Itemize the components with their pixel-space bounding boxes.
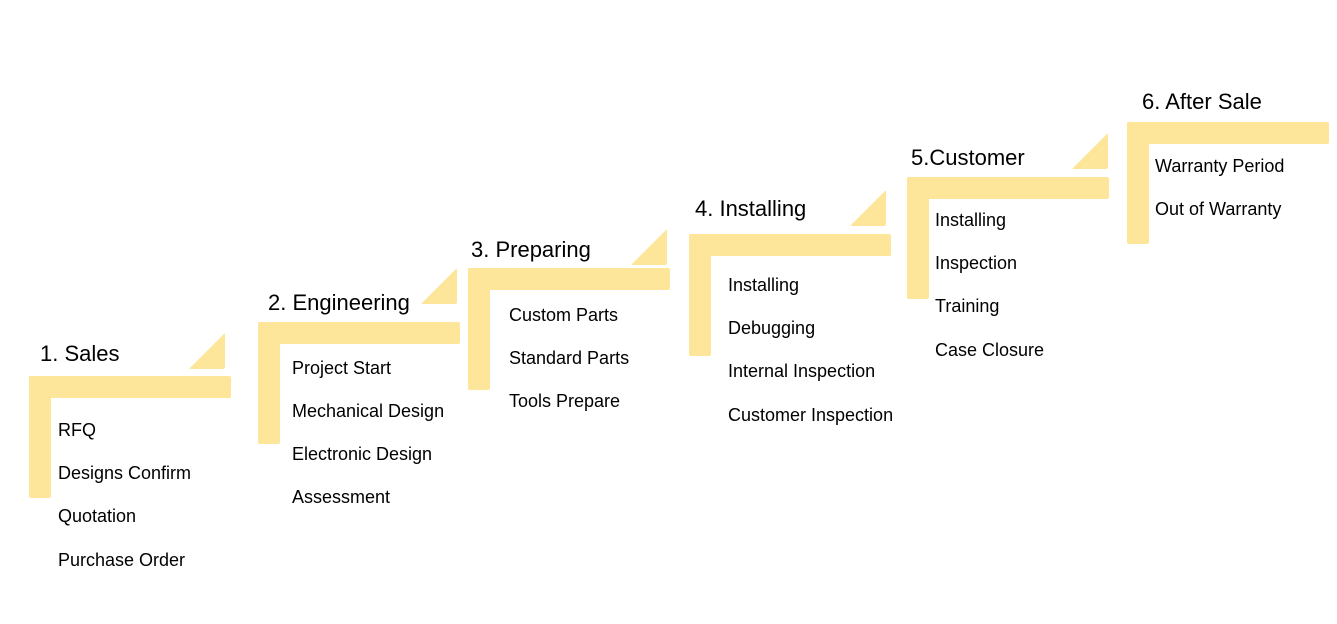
step-item: Mechanical Design <box>292 401 445 421</box>
step-bar-vertical <box>689 234 711 356</box>
step-item: Out of Warranty <box>1155 199 1282 219</box>
step-item: Custom Parts <box>509 305 619 325</box>
step-bar-vertical <box>907 177 929 299</box>
step-item: Warranty Period <box>1155 156 1285 176</box>
step-bar-horizontal <box>907 177 1109 199</box>
step-item: Installing <box>935 210 1007 230</box>
step-bar-horizontal <box>258 322 460 344</box>
step-bar-horizontal <box>29 376 231 398</box>
step-item: Electronic Design <box>292 444 433 464</box>
step-item: Debugging <box>728 318 816 338</box>
step-item: Customer Inspection <box>728 405 894 425</box>
step-item: Standard Parts <box>509 348 630 368</box>
step-title: 4. Installing <box>695 196 807 221</box>
step-item: Training <box>935 296 1000 316</box>
step-arrow-triangle <box>1072 133 1108 169</box>
step-bar-horizontal <box>689 234 891 256</box>
step-title: 3. Preparing <box>471 237 591 262</box>
step-item: Project Start <box>292 358 392 378</box>
step-title: 6. After Sale <box>1142 89 1262 114</box>
step-item: Tools Prepare <box>509 391 621 411</box>
step-title: 1. Sales <box>40 341 120 366</box>
step-item: Assessment <box>292 487 391 507</box>
step-bar-vertical <box>258 322 280 444</box>
step-bar-vertical <box>29 376 51 498</box>
step-arrow-triangle <box>189 333 225 369</box>
step-arrow-triangle <box>631 229 667 265</box>
step-arrow-triangle <box>421 268 457 304</box>
step-item: Purchase Order <box>58 550 186 570</box>
step-title: 2. Engineering <box>268 290 410 315</box>
step-bar-horizontal <box>468 268 670 290</box>
step-item: Designs Confirm <box>58 463 192 483</box>
step-item: Installing <box>728 275 800 295</box>
step-item: RFQ <box>58 420 96 440</box>
step-item: Quotation <box>58 506 137 526</box>
step-item: Inspection <box>935 253 1018 273</box>
step-arrow-triangle <box>850 190 886 226</box>
step-title: 5.Customer <box>911 145 1025 170</box>
step-item: Case Closure <box>935 340 1045 360</box>
step-bar-vertical <box>1127 122 1149 244</box>
step-bar-horizontal <box>1127 122 1329 144</box>
step-bar-vertical <box>468 268 490 390</box>
step-item: Internal Inspection <box>728 361 876 381</box>
